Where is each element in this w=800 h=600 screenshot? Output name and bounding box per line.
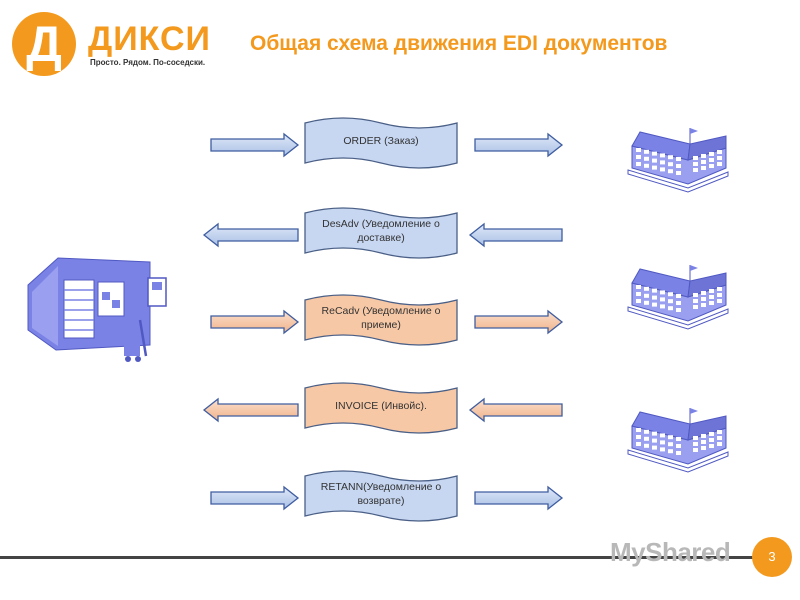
document-shape — [304, 294, 458, 346]
watermark-text: MyShared — [610, 537, 731, 567]
logo-badge: Д — [12, 12, 76, 76]
document-label: RETANN(Уведомление о возврате) — [320, 481, 442, 507]
flow-row — [210, 470, 564, 522]
document-label: ReCadv (Уведомление о приеме) — [321, 305, 441, 331]
document-label: INVOICE (Инвойс). — [335, 400, 427, 412]
flow-row — [202, 382, 563, 434]
arrow-left-icon — [468, 397, 563, 423]
document-label: ORDER (Заказ) — [343, 135, 419, 147]
arrow-left-icon — [202, 397, 299, 423]
document-shape — [304, 207, 458, 259]
document-shape — [304, 117, 458, 169]
flow-row — [202, 207, 563, 259]
arrow-left-icon — [202, 222, 299, 248]
arrow-left-icon — [468, 222, 563, 248]
document-shape — [304, 382, 458, 434]
office-building-icon — [627, 408, 729, 473]
warehouse-icon — [27, 257, 167, 362]
page-title: Общая схема движения EDI документов — [250, 32, 668, 55]
arrow-right-icon — [474, 309, 564, 335]
arrow-right-icon — [474, 132, 564, 158]
brand-name: ДИКСИ — [88, 20, 211, 58]
brand-tagline: Просто. Рядом. По-соседски. — [90, 58, 206, 67]
arrow-right-icon — [210, 309, 300, 335]
document-label: DesAdv (Уведомление о доставке) — [322, 218, 440, 244]
office-building-icon — [627, 128, 729, 193]
office-building-icon — [627, 265, 729, 330]
arrow-right-icon — [210, 485, 300, 511]
page-number-badge: 3 — [752, 537, 792, 577]
document-shape — [304, 470, 458, 522]
flow-row — [210, 117, 564, 169]
footer-divider — [0, 556, 790, 559]
arrow-right-icon — [474, 485, 564, 511]
arrow-right-icon — [210, 132, 300, 158]
flow-row — [210, 294, 564, 346]
